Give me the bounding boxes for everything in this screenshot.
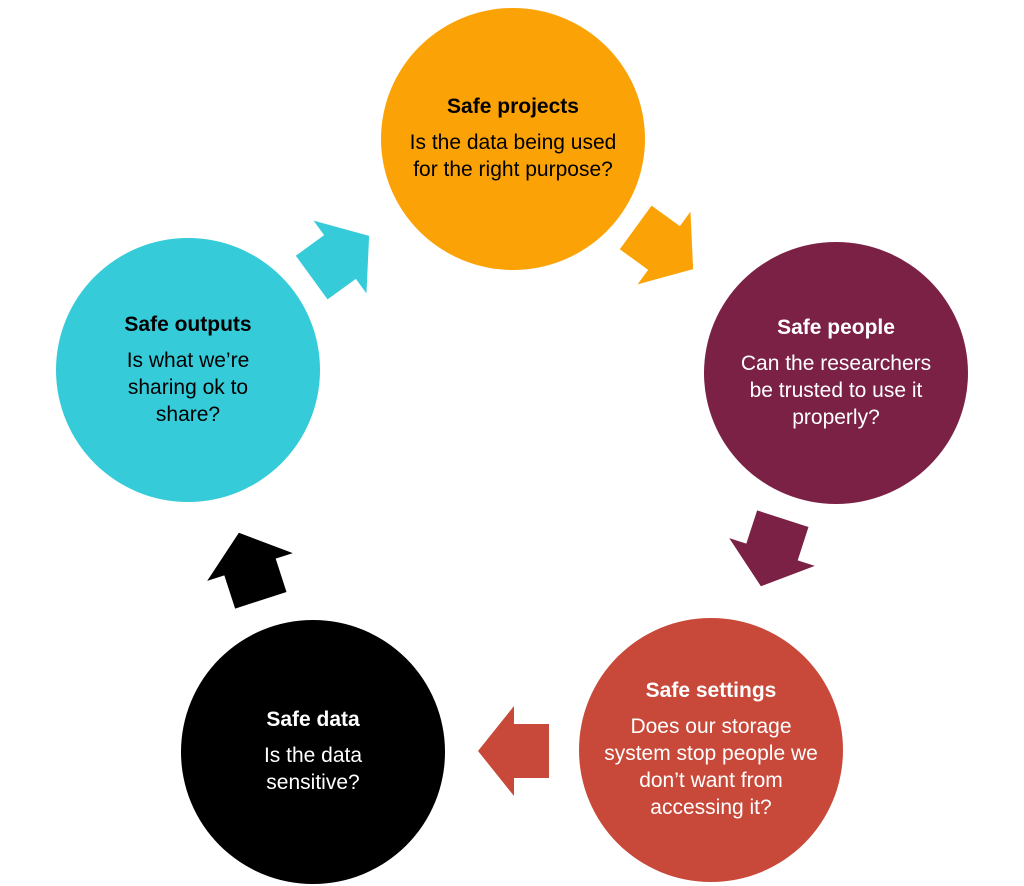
node-question: Is the data being used for the right pur… bbox=[409, 131, 617, 181]
node-question: Does our storage system stop people we d… bbox=[604, 715, 818, 819]
arrow-data-to-outputs bbox=[207, 532, 293, 609]
node-safe-projects: Safe projects Is the data being used for… bbox=[381, 8, 645, 270]
arrow-projects-to-people bbox=[619, 205, 694, 285]
node-title: Safe data bbox=[266, 708, 360, 731]
node-safe-outputs: Safe outputs Is what we’re sharing ok to… bbox=[56, 238, 320, 502]
node-question: Is the data sensitive? bbox=[263, 744, 363, 794]
node-title: Safe outputs bbox=[124, 312, 252, 336]
node-safe-people: Safe people Can the researchers be trust… bbox=[704, 242, 968, 504]
node-title: Safe settings bbox=[645, 679, 777, 702]
node-question: Is what we’re sharing ok to share? bbox=[126, 348, 250, 426]
arrow-settings-to-data bbox=[478, 706, 549, 796]
arrow-people-to-settings bbox=[729, 510, 815, 587]
node-title: Safe people bbox=[777, 315, 895, 339]
node-safe-data: Safe data Is the data sensitive? bbox=[181, 620, 445, 884]
node-question: Can the researchers be trusted to use it… bbox=[740, 351, 932, 429]
arrow-outputs-to-projects bbox=[295, 220, 370, 300]
node-safe-settings: Safe settings Does our storage system st… bbox=[579, 618, 843, 882]
node-title: Safe projects bbox=[447, 95, 579, 118]
